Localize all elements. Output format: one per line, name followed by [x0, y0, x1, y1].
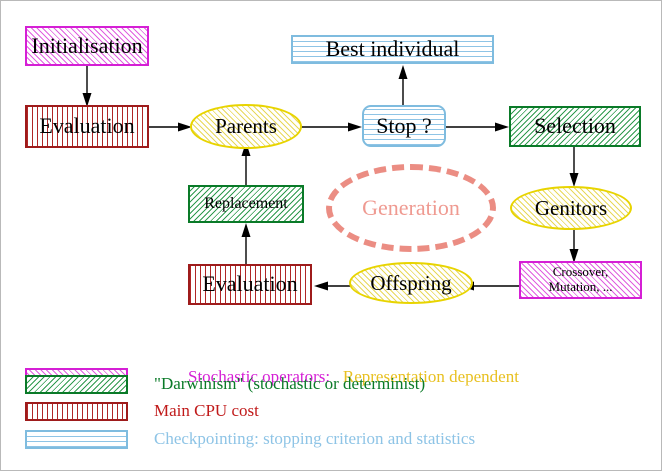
node-crossover-mutation[interactable]: Crossover, Mutation, ... — [519, 261, 642, 299]
edge-stop-to-selection — [446, 121, 510, 133]
edge-genitors-to-crossover — [568, 229, 580, 264]
node-replacement[interactable]: Replacement — [188, 185, 304, 223]
node-best-individual[interactable]: Best individual — [291, 35, 494, 64]
legend-label-stochastic-operators: Stochastic operators: — [188, 367, 331, 386]
edge-parents-to-stop — [301, 121, 363, 133]
legend-label-main-cpu-cost: Main CPU cost — [154, 401, 259, 420]
legend-row-checkpointing: Checkpointing: stopping criterion and st… — [25, 429, 475, 449]
legend-label-darwinism: "Darwinism" (stochastic or determinist) — [154, 374, 426, 393]
node-evaluation-top[interactable]: Evaluation — [25, 105, 149, 148]
node-stop[interactable]: Stop ? — [362, 105, 446, 147]
edge-stop-to-best-individual — [397, 64, 409, 109]
node-initialisation[interactable]: Initialisation — [25, 26, 149, 66]
node-offspring[interactable]: Offspring — [349, 262, 473, 304]
edge-evaluation-to-parents — [148, 121, 193, 133]
legend-swatch-blue — [25, 429, 128, 449]
edge-initialisation-to-evaluation — [81, 64, 93, 108]
node-genitors[interactable]: Genitors — [510, 186, 632, 230]
legend-label-checkpointing: Checkpointing: stopping criterion and st… — [154, 429, 476, 448]
edge-evaluation-to-replacement — [240, 222, 252, 266]
legend-row-darwinism: "Darwinism" (stochastic or determinist) — [25, 374, 425, 394]
legend-swatch-green — [25, 374, 128, 394]
legend-label-representation-dependent: Representation dependent — [342, 367, 519, 386]
node-generation-boundary: Generation — [326, 164, 496, 252]
edge-replacement-to-parents — [240, 141, 252, 186]
legend-swatch-red — [25, 401, 128, 421]
legend-row-main-cpu-cost: Main CPU cost — [25, 401, 259, 421]
node-selection[interactable]: Selection — [509, 106, 641, 147]
node-evaluation-bottom[interactable]: Evaluation — [188, 264, 312, 305]
edge-selection-to-genitors — [568, 146, 580, 188]
node-parents[interactable]: Parents — [190, 104, 302, 149]
